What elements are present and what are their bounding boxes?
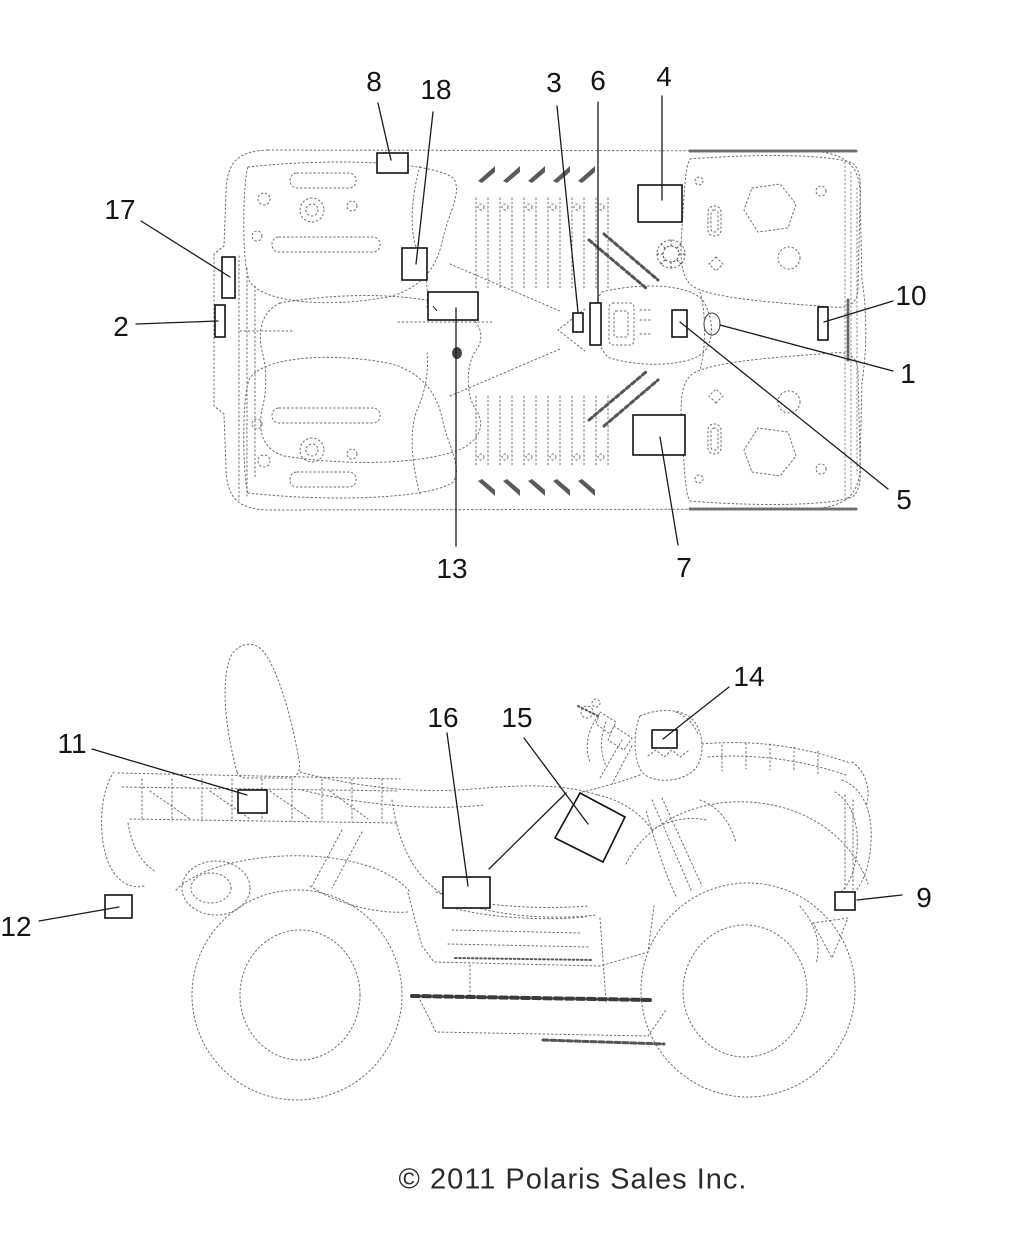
callout-1: 1 [900, 358, 916, 389]
decal-box-8 [376, 152, 409, 174]
leader-line-3 [556, 105, 579, 313]
leader-line-7 [659, 436, 679, 546]
callout-6: 6 [590, 65, 606, 96]
leader-line-5 [679, 321, 889, 490]
callout-13: 13 [436, 553, 468, 584]
tread-chevrons [478, 166, 595, 496]
decal-box-3 [572, 312, 584, 333]
callout-12: 12 [0, 911, 32, 942]
decal-box-16 [442, 876, 491, 909]
leader-line-18 [415, 111, 434, 265]
leader-line-17 [140, 220, 231, 278]
callout-9: 9 [916, 882, 932, 913]
decal-box-13 [427, 291, 479, 321]
decal-box-14 [651, 729, 678, 749]
callout-18: 18 [420, 74, 452, 105]
leader-lines [38, 95, 903, 922]
callout-4: 4 [656, 61, 672, 92]
decal-box-11 [237, 789, 268, 814]
decal-box-17 [221, 256, 236, 299]
callout-5: 5 [896, 484, 912, 515]
copyright-text: © 2011 Polaris Sales Inc. [398, 1163, 748, 1196]
decal-box-18 [401, 247, 428, 281]
decal-box-10 [817, 306, 829, 341]
callout-2: 2 [113, 311, 129, 342]
leader-line-10 [823, 300, 894, 323]
callout-14: 14 [733, 661, 765, 692]
decal-boxes [104, 152, 856, 919]
callout-17: 17 [104, 194, 136, 225]
decal-box-7 [632, 414, 686, 456]
decal-box-9 [834, 891, 856, 911]
leader-line-9 [856, 894, 903, 901]
leader-line-11 [91, 748, 248, 796]
front-wheel [640, 882, 856, 1098]
callout-10: 10 [895, 280, 927, 311]
leader-line-12 [38, 906, 120, 922]
backrest [224, 643, 300, 779]
decal-box-4 [637, 184, 683, 223]
atv-side-view [101, 643, 872, 1101]
decal-box-15 [553, 791, 627, 864]
callout-16: 16 [427, 702, 459, 733]
atv-top-view [213, 149, 867, 511]
decal-box-1 [671, 309, 688, 338]
callout-7: 7 [676, 552, 692, 583]
leader-line-15 [488, 737, 589, 870]
leader-line-8 [377, 102, 392, 161]
decal-box-6 [589, 302, 602, 346]
callout-3: 3 [546, 67, 562, 98]
leader-line-1 [719, 324, 894, 372]
leader-line-16 [446, 732, 469, 887]
top-outline [213, 149, 867, 511]
leader-line-14 [662, 686, 730, 740]
callout-8: 8 [366, 66, 382, 97]
leader-line-2 [135, 320, 219, 325]
callout-15: 15 [501, 702, 533, 733]
callout-11: 11 [57, 728, 87, 759]
rear-wheel [191, 889, 403, 1101]
